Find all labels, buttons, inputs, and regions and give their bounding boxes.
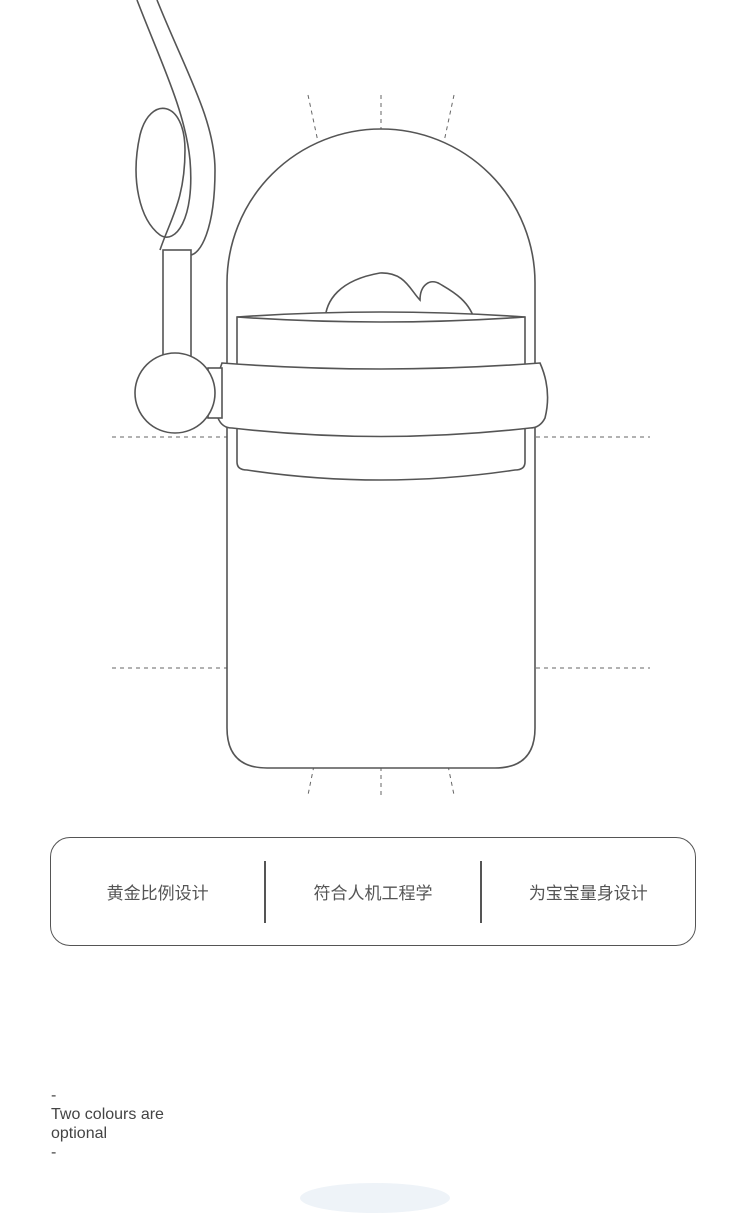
divider bbox=[479, 860, 482, 923]
dash-bottom: - bbox=[51, 1144, 57, 1161]
feature-baby-tailored: 为宝宝量身设计 bbox=[528, 884, 648, 904]
bottle-proportion-drawing bbox=[112, 0, 650, 796]
note-line-2: optional bbox=[51, 1125, 108, 1142]
divider bbox=[264, 860, 267, 923]
strap bbox=[135, 0, 216, 256]
colour-note: - Two colours are optional - bbox=[51, 1086, 164, 1162]
feature-ergonomics: 符合人机工程学 bbox=[313, 884, 433, 904]
note-line-1: Two colours are bbox=[51, 1106, 164, 1123]
strap-rod bbox=[162, 249, 192, 361]
feature-golden-ratio: 黄金比例设计 bbox=[106, 884, 209, 904]
dash-top: - bbox=[51, 1087, 57, 1104]
decorative-glow bbox=[300, 1183, 450, 1213]
band bbox=[214, 362, 549, 438]
spout bbox=[324, 272, 477, 323]
feature-panel: 黄金比例设计 符合人机工程学 为宝宝量身设计 bbox=[50, 837, 696, 946]
strap-ball bbox=[134, 352, 216, 434]
